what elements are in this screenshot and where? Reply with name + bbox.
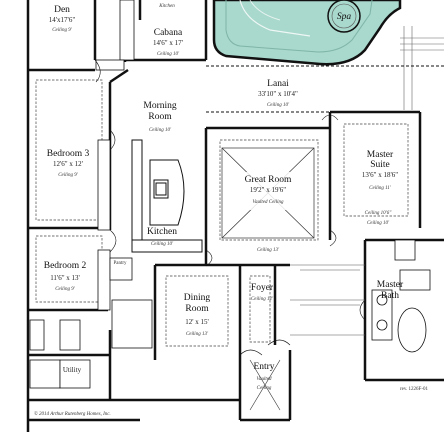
- master-suite-ceiling: Ceiling 11': [369, 186, 392, 191]
- great-room-label-bg: [234, 172, 304, 210]
- bedroom2-dims: 11'6" x 13': [50, 274, 80, 282]
- great-room-ceiling: Vaulted Ceiling: [253, 200, 284, 205]
- master-suite-dims: 13'6" x 18'6": [362, 171, 398, 179]
- master-bath-name-2: Bath: [381, 291, 399, 301]
- entry-ceiling-1: Vaulted: [257, 377, 272, 382]
- bedroom2-name: Bedroom 2: [44, 261, 87, 271]
- master-ceiling-extra-1: Ceiling 10'6": [365, 211, 393, 216]
- kitchen-ceiling: Ceiling 10': [151, 242, 174, 247]
- cabana-name: Cabana: [154, 28, 183, 38]
- entry-ceiling-2: Ceiling: [257, 386, 272, 391]
- revision-text: rev. 1226F-01: [400, 387, 429, 392]
- master-ceiling-extra-2: Ceiling 10': [367, 221, 390, 226]
- kitchen-island: [131, 139, 203, 253]
- master-suite-name-1: Master: [367, 150, 394, 160]
- great-room-ceiling-13: Ceiling 13': [257, 248, 280, 253]
- bedroom2-ceiling: Ceiling 9': [55, 287, 75, 292]
- dining-room-name-1: Dining: [184, 293, 211, 303]
- foyer-ceiling: Ceiling 12': [251, 297, 274, 302]
- kitchen-top-label: Kitchen: [158, 4, 175, 9]
- great-room-name: Great Room: [245, 175, 292, 185]
- cabana-dims: 14'6" x 17': [153, 39, 183, 47]
- den-name: Den: [54, 5, 70, 15]
- lanai-outline: [206, 65, 444, 113]
- spa-label: Spa: [337, 12, 352, 22]
- master-bath-name-1: Master: [377, 280, 404, 290]
- cabana-ceiling: Ceiling 10': [157, 52, 180, 57]
- kitchen-name: Kitchen: [147, 227, 177, 237]
- morning-room-name-2: Room: [148, 112, 172, 122]
- great-room-dims: 19'2" x 19'6": [250, 186, 286, 194]
- entry-vault: [249, 359, 281, 411]
- pantry-name: Pantry: [113, 261, 127, 266]
- dining-room-name-2: Room: [185, 304, 209, 314]
- lanai-screen: [400, 26, 444, 110]
- bedroom3-dims: 12'6" x 12': [53, 160, 83, 168]
- outer-walls: [26, 0, 444, 432]
- foyer-name: Foyer: [251, 283, 274, 293]
- right-hall: [290, 264, 365, 336]
- dining-room-dims: 12' x 15': [185, 318, 209, 326]
- dining-room-ceiling: Ceiling 13': [186, 332, 209, 337]
- morning-room-name-1: Morning: [143, 101, 177, 111]
- bedroom3-ceiling: Ceiling 9': [58, 173, 78, 178]
- lanai-dims: 33'10" x 10'4": [258, 90, 298, 98]
- den-dims: 14'x17'6": [49, 16, 76, 24]
- bedroom3-name: Bedroom 3: [47, 149, 90, 159]
- spa-circle: [327, 0, 361, 33]
- utility-name: Utility: [63, 366, 82, 374]
- fixtures: [29, 0, 431, 389]
- den-ceiling: Ceiling 9': [52, 28, 72, 33]
- pool-area: [212, 0, 402, 66]
- lanai-name: Lanai: [267, 79, 289, 89]
- copyright-text: © 2014 Arthur Rutenberg Homes, Inc.: [34, 411, 111, 417]
- entry-name: Entry: [253, 362, 274, 372]
- master-suite-name-2: Suite: [370, 160, 390, 170]
- lanai-ceiling: Ceiling 10': [267, 103, 290, 108]
- morning-room-ceiling: Ceiling 10': [149, 128, 172, 133]
- door-swings: [94, 59, 366, 356]
